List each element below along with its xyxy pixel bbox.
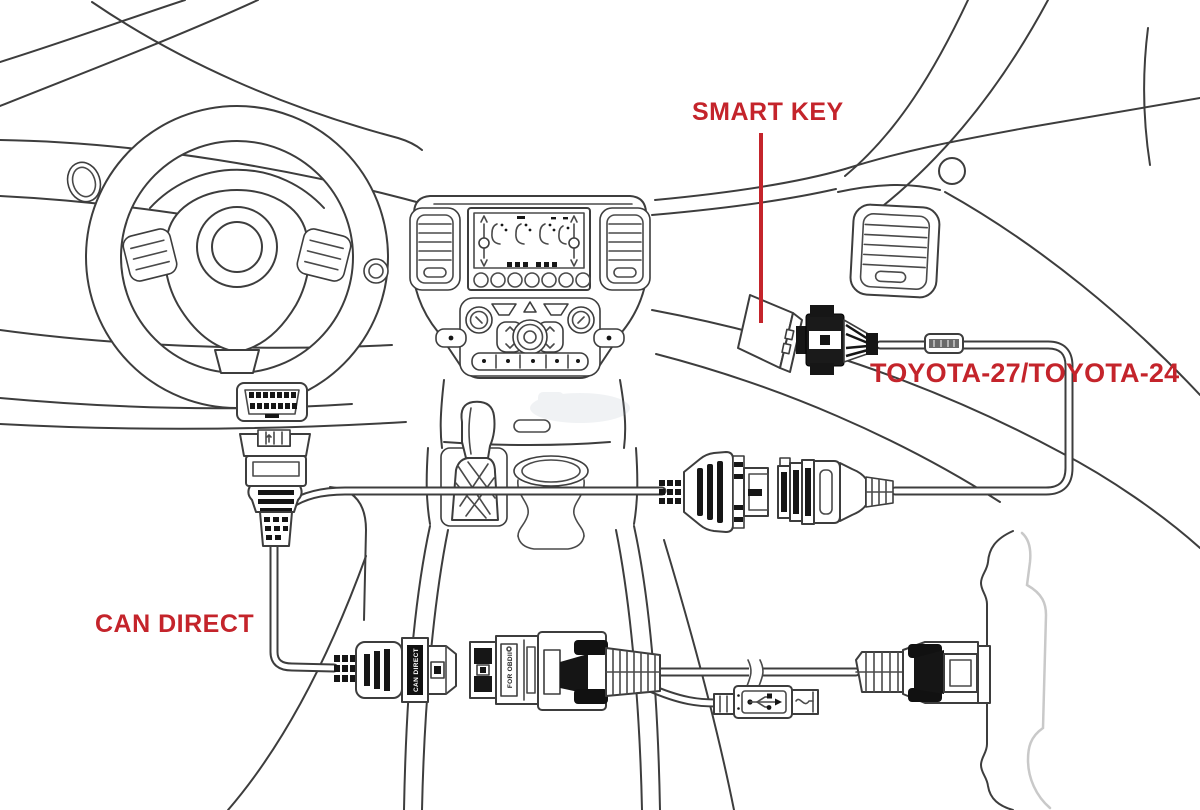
climate-seat-icons (491, 216, 570, 245)
volume-knob (465, 306, 493, 334)
can-direct-connector: CAN DIRECT (334, 637, 457, 703)
watermark (530, 392, 630, 423)
label-toyota-adapters: TOYOTA-27/TOYOTA-24 (870, 358, 1180, 388)
right-air-vent (599, 207, 651, 291)
cup-holder (513, 455, 589, 550)
label-can-direct: CAN DIRECT (95, 610, 255, 638)
tune-knob (567, 306, 595, 334)
smart-key-connector (796, 305, 878, 375)
main-obd-connector (537, 631, 661, 711)
wheel-right-button-pod (296, 228, 352, 282)
label-smart-key: SMART KEY (692, 98, 844, 126)
cable-break (749, 658, 763, 686)
obd-coupler-label: FOR OBDII (507, 652, 514, 688)
climate-control-panel (435, 297, 625, 377)
left-air-vent (409, 207, 461, 291)
center-stack (409, 195, 651, 379)
temp-slider-right (568, 215, 580, 267)
dash-tweeter-circle (938, 157, 966, 185)
temp-slider-left (478, 215, 490, 267)
mid-connector-female (659, 451, 769, 533)
obd-connector (239, 429, 311, 547)
infotainment-screen (467, 207, 591, 291)
screen-button-row (473, 272, 591, 288)
db15-connector (855, 641, 979, 704)
media-button-row (471, 352, 589, 371)
smart-key-pointer-line (759, 133, 763, 323)
main-device-cable (655, 658, 861, 687)
toyota-adapter-cable (875, 340, 1074, 496)
steering-wheel (66, 105, 389, 409)
dashboard-lines (0, 0, 1200, 621)
obd-port (236, 382, 308, 422)
cable-tag (924, 333, 964, 354)
screen-dot-buttons (507, 262, 557, 267)
dash-right-vent (849, 203, 941, 299)
mid-connector-male (777, 457, 894, 525)
obdii-coupler: FOR OBDII (469, 635, 539, 705)
smart-key-fob (737, 294, 803, 373)
console-storage-slot (513, 419, 551, 433)
usb-plug (713, 685, 819, 719)
can-direct-plug-label: CAN DIRECT (413, 648, 420, 692)
wheel-left-button-pod (122, 228, 178, 282)
gear-shifter (440, 400, 508, 527)
usb-trident-icon (737, 693, 782, 710)
